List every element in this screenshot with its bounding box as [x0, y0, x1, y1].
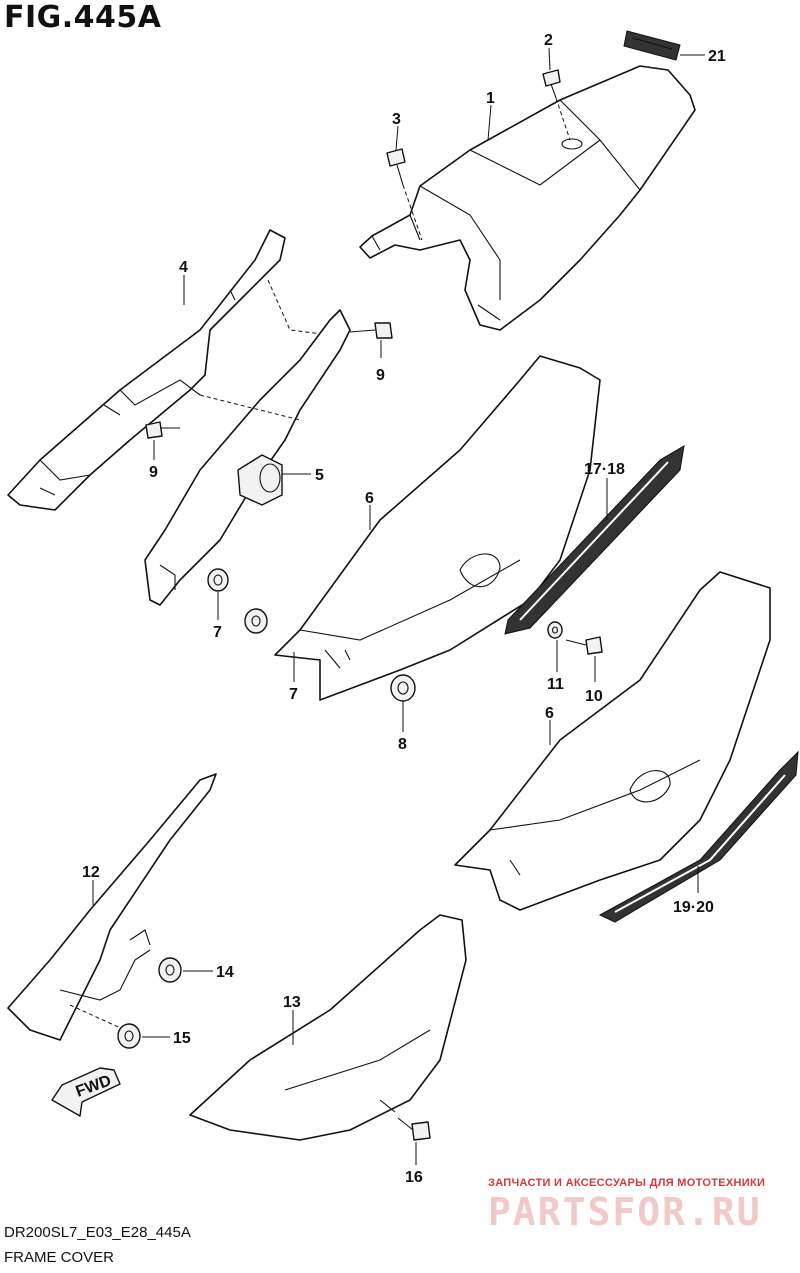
part-6-side-cover-upper[interactable] [274, 355, 601, 701]
callout-11: 11 [547, 676, 564, 693]
part-14-grommet[interactable] [158, 957, 182, 983]
callout-13: 13 [283, 994, 301, 1011]
part-2-screw[interactable] [542, 69, 571, 141]
watermark-brand: PARTSFOR.RU [488, 1190, 762, 1234]
callout-17-18: 17·18 [584, 461, 625, 478]
part-5-frame-cover-right[interactable] [144, 309, 351, 606]
callout-7-b: 7 [289, 686, 298, 703]
part-11-washer[interactable] [547, 621, 563, 639]
callout-7-a: 7 [213, 624, 222, 641]
figure-title: FIG.445A [4, 0, 162, 35]
part-8-grommet[interactable] [390, 674, 416, 702]
leader-lines [92, 47, 705, 1165]
callout-1: 1 [486, 90, 495, 107]
part-6-side-cover-lower[interactable] [454, 571, 771, 911]
part-13-side-panel[interactable] [189, 914, 467, 1141]
part-3-screw[interactable] [386, 148, 423, 241]
callout-21: 21 [708, 48, 726, 65]
callout-15: 15 [173, 1030, 191, 1047]
watermark-tagline: ЗАПЧАСТИ И АКСЕССУАРЫ ДЛЯ МОТОТЕХНИКИ [488, 1177, 766, 1189]
part-16-screw[interactable] [397, 1117, 431, 1141]
callout-9-a: 9 [376, 367, 385, 384]
callout-5: 5 [315, 467, 324, 484]
callout-10: 10 [585, 688, 603, 705]
diagram-code: DR200SL7_E03_E28_445A [4, 1224, 191, 1241]
callout-12: 12 [82, 864, 100, 881]
callout-19-20: 19·20 [673, 899, 714, 916]
part-17-18-decal[interactable] [504, 445, 685, 635]
callout-4: 4 [179, 259, 188, 276]
part-9-screw-b[interactable] [145, 421, 180, 439]
diagram-name: FRAME COVER [4, 1249, 115, 1266]
callout-8: 8 [398, 736, 407, 753]
callout-2: 2 [544, 32, 553, 49]
part-19-20-decal[interactable] [598, 750, 799, 923]
part-21-emblem[interactable] [623, 30, 681, 61]
callout-3: 3 [392, 111, 401, 128]
callout-16: 16 [405, 1169, 423, 1186]
forward-direction-arrow: FWD [51, 1067, 121, 1117]
part-15-grommet[interactable] [117, 1023, 141, 1049]
callout-9-b: 9 [149, 464, 158, 481]
callout-14: 14 [216, 964, 234, 981]
part-7-grommet-b[interactable] [244, 608, 268, 634]
part-9-screw-a[interactable] [349, 322, 393, 339]
callout-6-upper: 6 [365, 490, 374, 507]
part-12-lower-frame-cover[interactable] [7, 773, 217, 1041]
callout-6-lower: 6 [545, 705, 554, 722]
part-1-tail-cowl[interactable] [359, 65, 696, 331]
part-10-screw[interactable] [565, 636, 603, 655]
part-4-frame-cover-left[interactable] [7, 229, 331, 511]
part-7-grommet-a[interactable] [207, 568, 229, 592]
